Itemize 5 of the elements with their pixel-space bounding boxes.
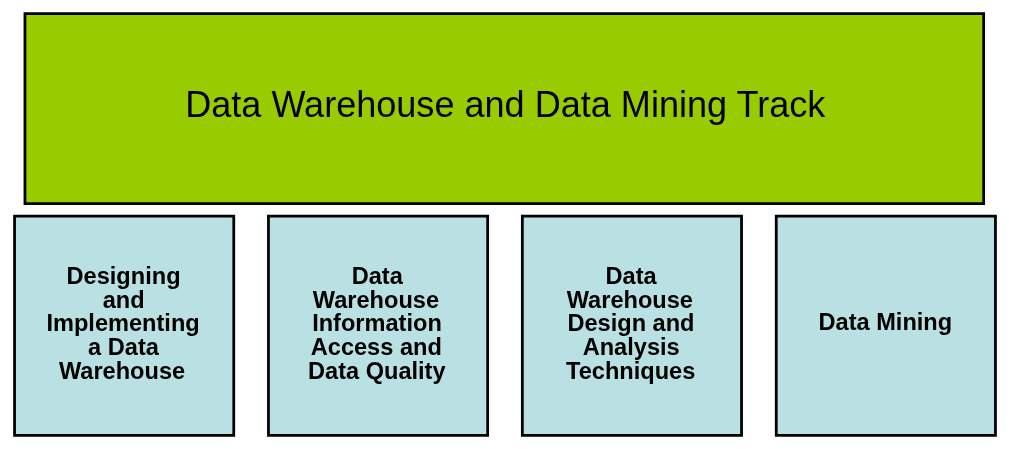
node-box: Data Warehouse Information Access and Data Quality xyxy=(266,214,489,437)
node-box: Data Warehouse Design and Analysis Techniques xyxy=(520,214,743,437)
node-box: Data Warehouse and Data Mining Track xyxy=(23,12,985,206)
node-box: Designing and Implementing a Data Warehouse xyxy=(12,214,235,437)
node-box: Data Mining xyxy=(774,214,997,437)
